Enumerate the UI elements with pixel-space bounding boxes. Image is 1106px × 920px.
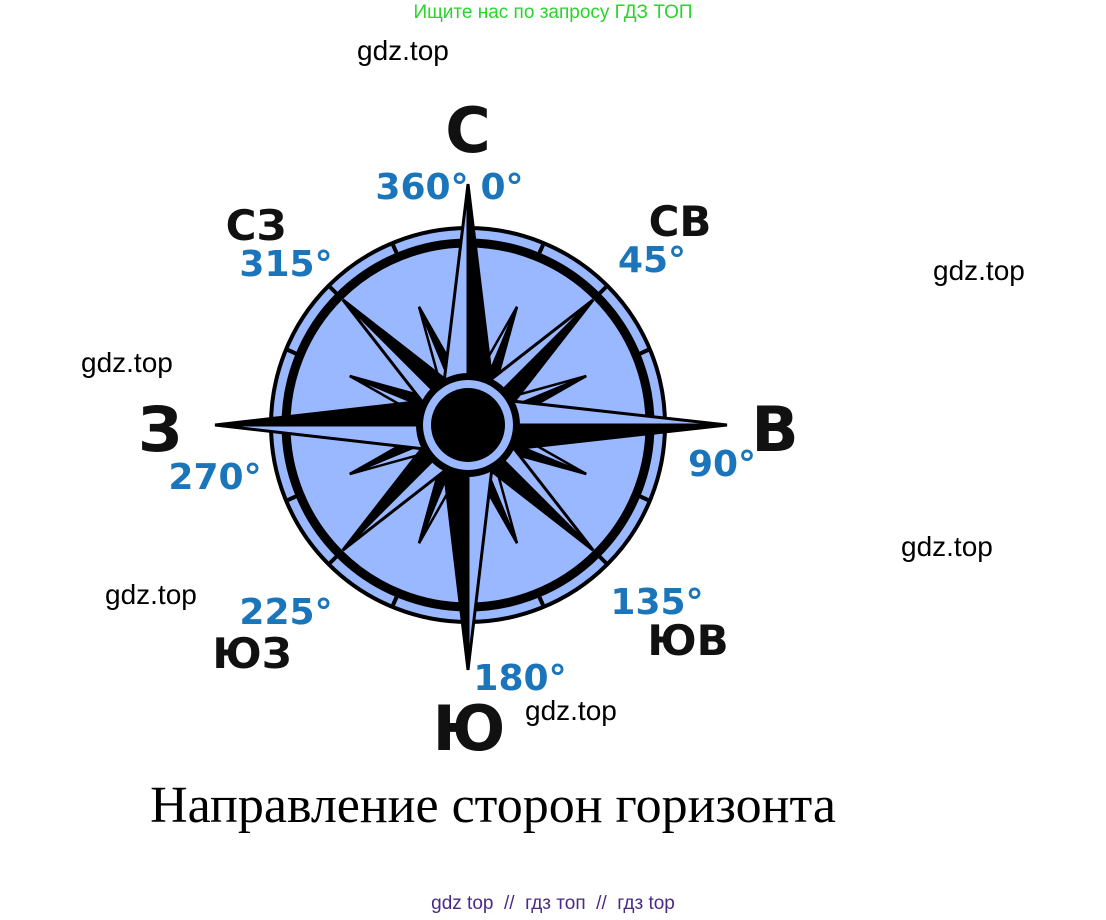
compass-rose-diagram: С СВ В ЮВ Ю ЮЗ З СЗ 360° 0° 45° 90° 135°…	[138, 94, 799, 760]
degree-north-0: 0°	[480, 167, 523, 208]
label-southeast: ЮВ	[647, 616, 728, 665]
watermark: gdz.top	[105, 579, 197, 610]
degree-south: 180°	[473, 658, 566, 699]
watermark: gdz.top	[901, 531, 993, 562]
degree-east: 90°	[688, 444, 756, 485]
label-northeast: СВ	[649, 197, 712, 246]
watermark: gdz.top	[81, 347, 173, 378]
watermark: gdz.top	[525, 695, 617, 726]
watermark: gdz.top	[933, 255, 1025, 286]
label-northwest: СЗ	[226, 201, 287, 250]
top-banner: Ищите нас по запросу ГДЗ ТОП	[413, 2, 693, 23]
degree-southwest: 225°	[239, 592, 332, 633]
compass-cardinal-arms	[214, 183, 728, 671]
diagram-caption: Направление сторон горизонта	[150, 777, 836, 834]
footer-links: gdz top // гдз топ // гдз top	[431, 893, 675, 914]
label-west: З	[138, 393, 182, 466]
degree-southeast: 135°	[610, 582, 703, 623]
degree-north-360: 360°	[375, 167, 468, 208]
compass-hub-center	[431, 388, 505, 462]
label-south: Ю	[433, 692, 506, 760]
label-east: В	[751, 393, 798, 466]
degree-northwest: 315°	[239, 244, 332, 285]
watermark: gdz.top	[357, 35, 449, 66]
degree-west: 270°	[168, 457, 261, 498]
label-north: С	[445, 94, 491, 167]
degree-northeast: 45°	[618, 240, 686, 281]
label-southwest: ЮЗ	[212, 629, 291, 678]
